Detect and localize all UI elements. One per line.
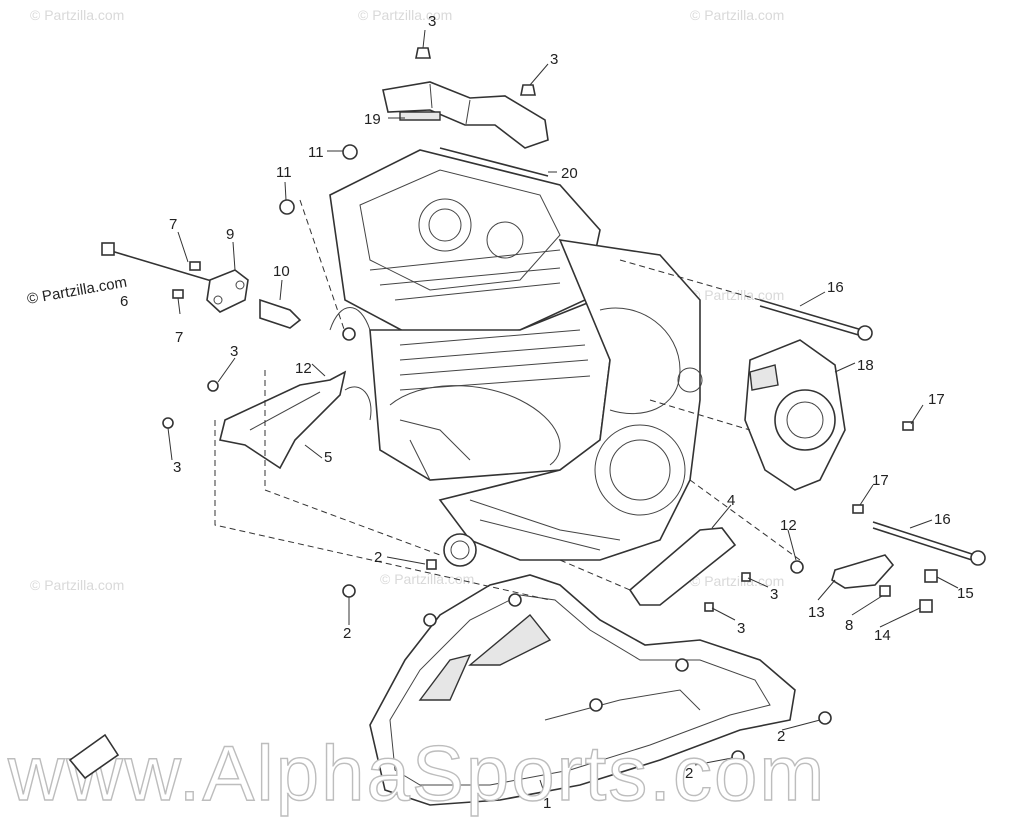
bolt-17	[852, 504, 864, 514]
callout-18: 18	[857, 357, 874, 374]
bolt-2	[731, 750, 745, 764]
nut-11	[279, 199, 295, 215]
callout-6: 6	[120, 293, 128, 310]
callout-13: 13	[808, 604, 825, 621]
watermark-partzilla: © Partzilla.com	[30, 7, 124, 23]
callout-2: 2	[343, 625, 351, 642]
callout-15: 15	[957, 585, 974, 602]
nut-12	[790, 560, 804, 574]
bolt-3	[704, 602, 714, 612]
watermark-partzilla: © Partzilla.com	[690, 287, 784, 303]
callout-11: 11	[276, 164, 292, 181]
long-bolt-16	[872, 521, 976, 556]
callout-labels: 3 3 19 20 11 11 7 9 10 6 7 16 18 3 12 17…	[120, 13, 974, 812]
watermark-partzilla: © Partzilla.com	[30, 577, 124, 593]
nut-12	[342, 327, 356, 341]
bolt-8	[879, 585, 891, 597]
watermark-partzilla: © Partzilla.com	[690, 7, 784, 23]
callout-12: 12	[295, 360, 312, 377]
tag-icon	[68, 733, 120, 780]
callout-5: 5	[324, 449, 332, 466]
watermark-partzilla: © Partzilla.com	[690, 573, 784, 589]
callout-17: 17	[928, 391, 945, 408]
rod-20	[439, 147, 549, 177]
bolt-3	[415, 47, 431, 59]
leader-lines	[167, 29, 959, 796]
bolt-15	[924, 569, 938, 583]
nut-11	[342, 144, 358, 160]
bolt-14	[919, 599, 933, 613]
watermark-partzilla: © Partzilla.com	[358, 7, 452, 23]
bracket-4	[628, 527, 737, 606]
callout-3: 3	[173, 459, 181, 476]
callout-12: 12	[780, 517, 797, 534]
callout-3: 3	[230, 343, 238, 360]
callout-2: 2	[777, 728, 785, 745]
watermark-partzilla: © Partzilla.com	[380, 571, 474, 587]
engine-assembly	[329, 149, 703, 567]
callout-17: 17	[872, 472, 889, 489]
callout-3: 3	[428, 13, 436, 30]
bolt-2	[342, 584, 356, 598]
side-cover-18	[744, 339, 846, 491]
bolt-2	[818, 711, 832, 725]
callout-2: 2	[685, 765, 693, 782]
long-bolt-16	[759, 299, 863, 331]
skid-plate-1	[369, 574, 796, 806]
callout-3: 3	[770, 586, 778, 603]
bolt-3	[741, 572, 751, 582]
side-bracket-5	[162, 370, 347, 470]
callout-3: 3	[737, 620, 745, 637]
callout-10: 10	[273, 263, 290, 280]
callout-2: 2	[374, 549, 382, 566]
callout-7: 7	[175, 329, 183, 346]
callout-16: 16	[827, 279, 844, 296]
callout-16: 16	[934, 511, 951, 528]
callout-19: 19	[364, 111, 381, 128]
left-mount-hardware	[101, 242, 302, 329]
watermark-alphasports: www.AlphaSports.com	[7, 729, 826, 817]
bolt-3	[520, 84, 536, 96]
callout-8: 8	[845, 617, 853, 634]
upper-hanger-bracket	[382, 81, 549, 149]
plate-13	[831, 554, 895, 589]
callout-4: 4	[727, 492, 735, 509]
callout-1: 1	[543, 795, 551, 812]
callout-7: 7	[169, 216, 177, 233]
bolt-2	[426, 559, 437, 570]
watermark-partzilla-dark: © Partzilla.com	[26, 274, 128, 308]
callout-11: 11	[308, 144, 324, 161]
callout-14: 14	[874, 627, 891, 644]
callout-20: 20	[561, 165, 578, 182]
callout-3: 3	[550, 51, 558, 68]
callout-9: 9	[226, 226, 234, 243]
bolt-17	[902, 421, 914, 431]
